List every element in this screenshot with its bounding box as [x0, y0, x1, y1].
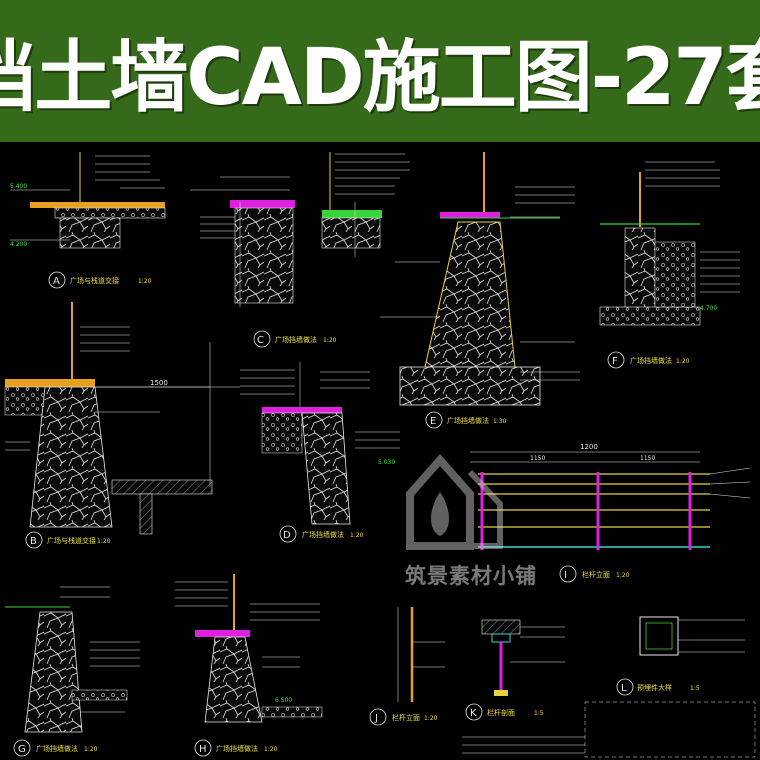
notes-block — [462, 701, 756, 758]
detail-g-section: G 广场挡墙做法 1:20 — [5, 586, 140, 757]
detail-l-embedded-part: L 预埋件大样 1:5 — [616, 616, 745, 696]
svg-text:1200: 1200 — [580, 443, 598, 451]
svg-text:广场挡墙做法: 广场挡墙做法 — [630, 356, 672, 365]
detail-c-section: C 广场挡墙做法 1:20 — [190, 176, 337, 348]
svg-text:4.700: 4.700 — [700, 305, 717, 312]
page-title: 挡土墙CAD施工图-27套 — [0, 33, 760, 123]
svg-text:1:20: 1:20 — [97, 538, 111, 545]
svg-text:广场挡墙做法: 广场挡墙做法 — [302, 530, 344, 539]
svg-text:1:20: 1:20 — [424, 715, 438, 722]
svg-text:5.030: 5.030 — [378, 459, 395, 466]
detail-e-section: E 广场挡墙做法 1:30 — [380, 152, 580, 429]
svg-text:1:20: 1:20 — [323, 337, 337, 344]
svg-text:栏杆立面: 栏杆立面 — [392, 713, 420, 722]
svg-text:预埋件大样: 预埋件大样 — [637, 683, 672, 692]
svg-text:1500: 1500 — [150, 379, 168, 387]
svg-text:5.400: 5.400 — [10, 183, 27, 190]
svg-text:1:20: 1:20 — [84, 746, 98, 753]
svg-text:B: B — [30, 536, 37, 547]
svg-text:C: C — [257, 335, 264, 346]
detail-k-railing-section: K 栏杆剖面 1:5 — [465, 619, 565, 721]
svg-text:H: H — [199, 744, 207, 755]
cad-drawing-canvas: 5.400 4.200 A 广场与栈道交接 1:20 C 广场挡墙做 — [4, 152, 756, 758]
svg-text:广场与栈道交接: 广场与栈道交接 — [70, 276, 119, 285]
svg-text:G: G — [18, 744, 26, 755]
svg-text:K: K — [470, 708, 477, 719]
svg-text:1150: 1150 — [640, 455, 655, 462]
planting-edge-section — [321, 152, 410, 257]
svg-text:4.200: 4.200 — [10, 241, 27, 248]
svg-text:D: D — [283, 530, 291, 541]
svg-text:广场挡墙做法: 广场挡墙做法 — [275, 335, 317, 344]
svg-text:1:20: 1:20 — [138, 278, 152, 285]
svg-text:J: J — [374, 713, 378, 724]
svg-text:I: I — [564, 570, 567, 581]
svg-text:栏杆剖面: 栏杆剖面 — [487, 708, 515, 717]
title-banner: 挡土墙CAD施工图-27套 — [0, 0, 760, 142]
house-drop-logo-icon — [406, 453, 503, 550]
svg-text:1:20: 1:20 — [350, 532, 364, 539]
svg-text:6.500: 6.500 — [275, 697, 292, 704]
svg-text:广场挡墙做法: 广场挡墙做法 — [447, 416, 489, 425]
svg-text:E: E — [430, 416, 436, 427]
svg-text:1:5: 1:5 — [690, 685, 700, 692]
watermark-text: 筑景素材小铺 — [405, 564, 537, 588]
svg-text:A: A — [53, 276, 60, 287]
cad-drawing-sheet: 5.400 4.200 A 广场与栈道交接 1:20 C 广场挡墙做 — [0, 142, 760, 760]
svg-text:1:20: 1:20 — [616, 572, 630, 579]
detail-i-railing-elevation: 1200 1150 1150 — [470, 443, 751, 583]
svg-text:1:5: 1:5 — [534, 710, 544, 717]
svg-text:L: L — [621, 683, 627, 694]
svg-text:1:30: 1:30 — [493, 418, 507, 425]
detail-b-section: 1500 B 广场与栈道交接 1:20 — [4, 302, 240, 549]
svg-text:1:20: 1:20 — [264, 746, 278, 753]
svg-text:栏杆立面: 栏杆立面 — [582, 570, 610, 579]
svg-text:1:20: 1:20 — [676, 358, 690, 365]
detail-a-section: 5.400 4.200 A 广场与栈道交接 1:20 — [10, 152, 166, 289]
detail-d-section: 5.030 D 广场挡墙做法 1:20 — [240, 362, 400, 543]
detail-h-section: 6.500 H 广场挡墙做法 1:20 — [175, 574, 323, 757]
svg-text:F: F — [612, 356, 618, 367]
svg-text:广场挡墙做法: 广场挡墙做法 — [36, 744, 78, 753]
svg-text:广场挡墙做法: 广场挡墙做法 — [216, 744, 258, 753]
svg-text:广场与栈道交接: 广场与栈道交接 — [47, 536, 96, 545]
svg-text:1150: 1150 — [530, 455, 545, 462]
detail-j-post-elevation: J 栏杆立面 1:20 — [369, 607, 445, 726]
detail-f-section: 4.700 F 广场挡墙做法 1:20 — [599, 161, 740, 369]
